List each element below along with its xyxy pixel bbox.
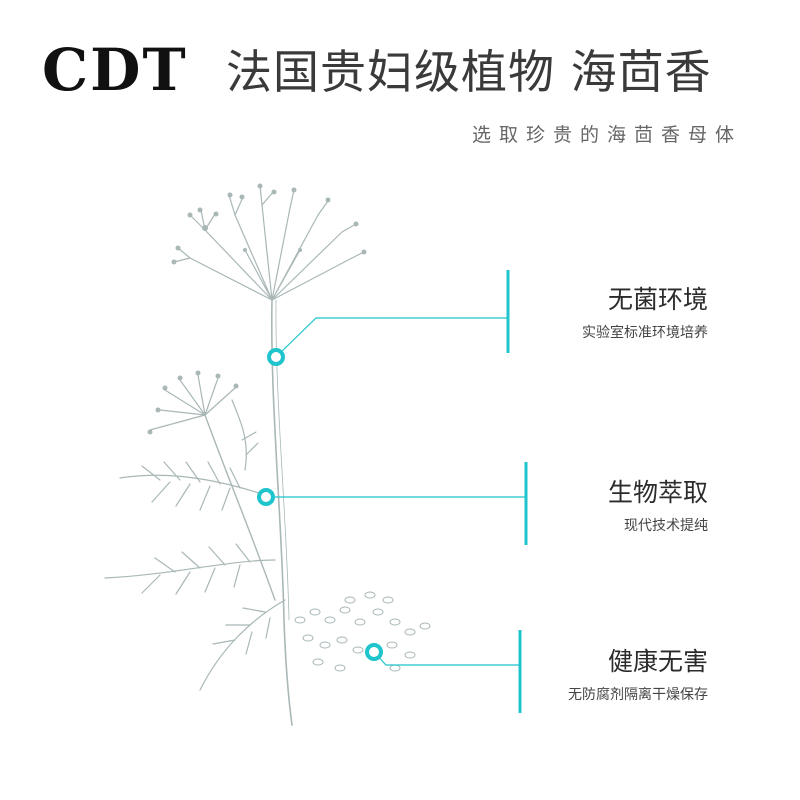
feature-desc-safe: 无防腐剂隔离干燥保存 — [568, 687, 708, 703]
page-headline: 法国贵妇级植物 海茴香 — [226, 45, 712, 99]
callout-marker-3 — [365, 643, 383, 661]
callout-marker-2 — [257, 488, 275, 506]
brand-logo-text: CDT — [42, 36, 188, 104]
feature-desc-extract: 现代技术提纯 — [624, 518, 708, 534]
plant-sketch — [104, 184, 365, 726]
callout-extract — [257, 462, 528, 545]
flower-clusters — [147, 183, 367, 435]
feature-desc-sterile: 实验室标准环境培养 — [582, 325, 708, 341]
page-subheading: 选取珍贵的海茴香母体 — [471, 124, 742, 146]
callout-marker-1 — [267, 348, 285, 366]
seed-pile — [294, 591, 431, 672]
feature-title-safe: 健康无害 — [607, 647, 708, 676]
feature-title-sterile: 无菌环境 — [607, 285, 708, 314]
callout-sterile — [267, 270, 510, 366]
callout-safe — [365, 630, 522, 713]
feature-title-extract: 生物萃取 — [607, 478, 708, 507]
